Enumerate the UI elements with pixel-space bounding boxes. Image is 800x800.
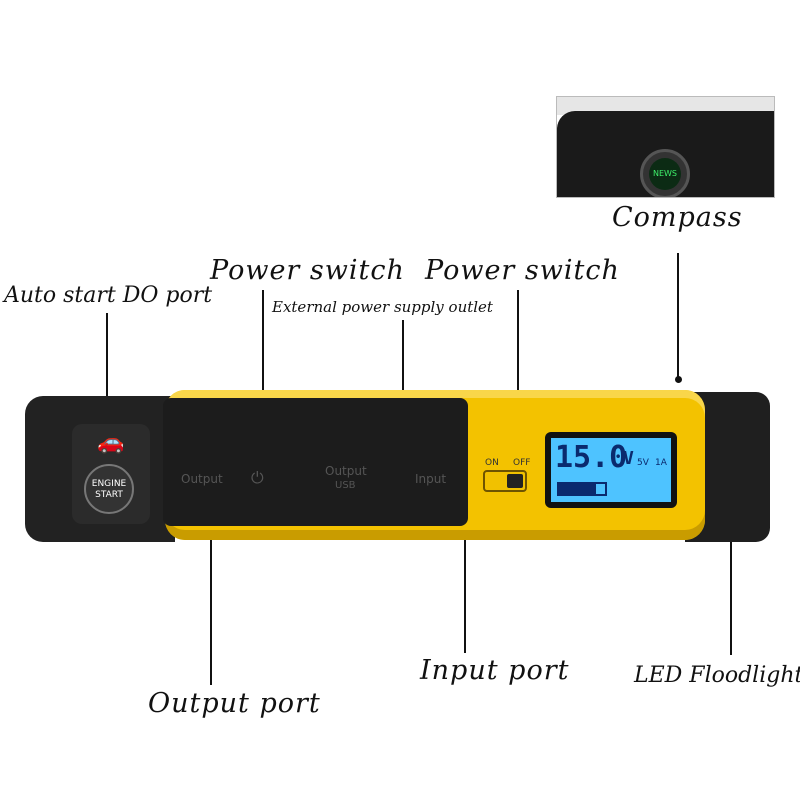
- port-cover-panel[interactable]: Output ⏻ Output USB Input: [163, 398, 468, 526]
- switch-knob: [507, 474, 523, 488]
- panel-output-text: Output: [181, 472, 223, 486]
- label-compass: Compass: [612, 202, 743, 233]
- power-symbol-icon: ⏻: [251, 468, 264, 487]
- label-output-port: Output port: [148, 688, 321, 719]
- label-led-floodlight: LED Floodlight: [634, 663, 800, 688]
- lcd-out-voltage: 5V: [637, 458, 649, 468]
- leader-line-compass: [677, 253, 679, 381]
- leader-line-led: [730, 530, 732, 655]
- leader-dot-compass: [675, 376, 682, 383]
- compass-face: NEWS: [649, 158, 681, 190]
- panel-usb-text: USB: [335, 480, 356, 491]
- battery-level-bar: [557, 482, 607, 496]
- lcd-unit: V: [623, 448, 634, 469]
- leader-line-power-left: [262, 290, 264, 440]
- car-icon: 🚗: [97, 430, 125, 455]
- lcd-screen: 15.0 V 5V 1A: [551, 438, 671, 502]
- jump-starter-device: Output ⏻ Output USB Input 🚗 ENGINE START…: [25, 388, 770, 544]
- label-power-switch-right: Power switch: [425, 255, 620, 286]
- device-top-edge: NEWS: [557, 111, 774, 197]
- engine-start-button[interactable]: ENGINE START: [84, 464, 134, 514]
- label-power-switch-left: Power switch: [210, 255, 405, 286]
- leader-line-output-port: [210, 480, 212, 685]
- leader-line-power-right: [517, 290, 519, 440]
- battery-level-fill: [559, 484, 596, 494]
- leader-line-auto-start: [106, 313, 108, 423]
- panel-output-usb-text: Output: [325, 464, 367, 478]
- compass-icon: NEWS: [640, 149, 690, 197]
- engine-start-port[interactable]: 🚗 ENGINE START: [72, 424, 150, 524]
- panel-input-text: Input: [415, 472, 447, 486]
- compass-inset-image: NEWS: [557, 97, 774, 197]
- lcd-out-amps: 1A: [655, 458, 667, 468]
- switch-on-label: ON: [485, 458, 499, 468]
- inset-background: [557, 97, 774, 115]
- engine-text: ENGINE: [91, 479, 127, 489]
- switch-off-label: OFF: [513, 458, 531, 468]
- leader-line-input-port: [464, 475, 466, 653]
- power-toggle-switch[interactable]: [483, 470, 527, 492]
- start-text: START: [95, 490, 123, 500]
- lcd-voltage: 15.0: [555, 440, 628, 475]
- leader-line-external-power: [402, 320, 404, 450]
- label-input-port: Input port: [420, 655, 570, 686]
- label-external-power: External power supply outlet: [272, 298, 493, 316]
- label-auto-start: Auto start DO port: [4, 283, 213, 308]
- lcd-display: 15.0 V 5V 1A: [545, 432, 677, 508]
